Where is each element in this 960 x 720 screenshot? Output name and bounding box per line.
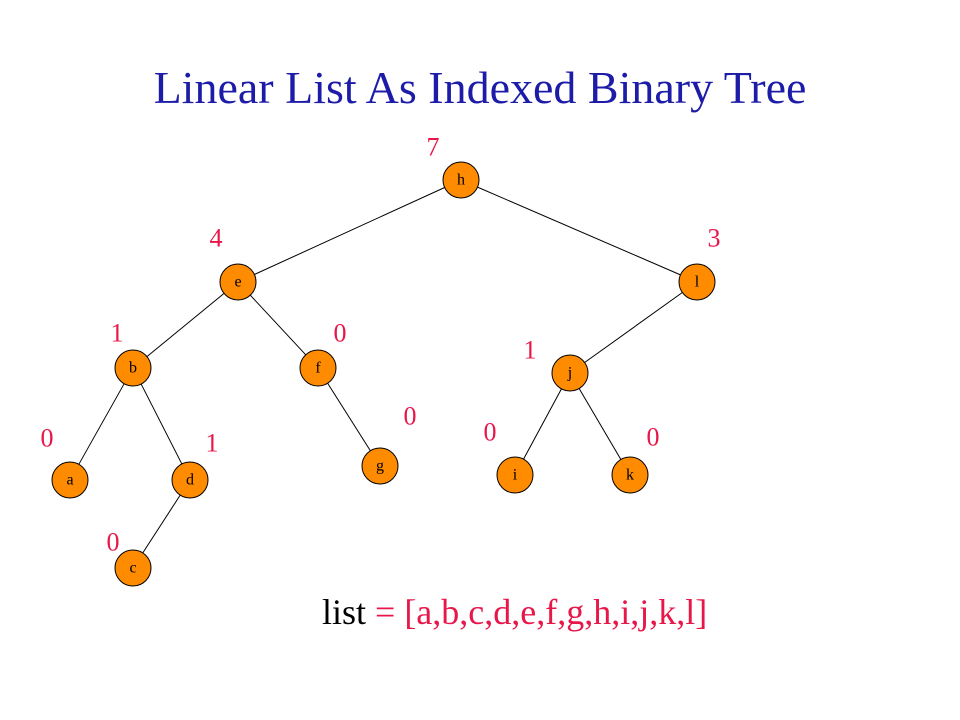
node-circle (171, 461, 209, 499)
count-i: 0 (484, 418, 497, 447)
node-circle (678, 263, 716, 301)
node-l: l (678, 263, 716, 301)
edge-b-a (78, 383, 125, 465)
count-l: 3 (708, 224, 721, 253)
slide-title: Linear List As Indexed Binary Tree (153, 62, 807, 113)
node-label: d (186, 472, 194, 489)
node-label: h (457, 172, 465, 189)
node-label: e (234, 274, 241, 291)
count-j: 1 (524, 336, 537, 365)
edge-h-e (254, 187, 445, 275)
count-k: 0 (647, 423, 660, 452)
edge-f-g (327, 382, 371, 452)
count-h: 7 (427, 133, 440, 162)
edge-h-l (477, 186, 681, 276)
edge-e-b (146, 293, 225, 357)
node-circle (442, 161, 480, 199)
node-label: b (129, 360, 137, 377)
edge-e-f (249, 294, 307, 356)
count-f: 0 (334, 319, 347, 348)
node-e: e (219, 263, 257, 301)
node-a: a (51, 461, 89, 499)
node-circle (611, 456, 649, 494)
left-subtree-counts: 7 4 3 1 0 1 0 1 0 0 0 0 (41, 133, 721, 557)
count-b: 1 (111, 319, 124, 348)
node-circle (51, 461, 89, 499)
node-circle (551, 354, 589, 392)
edge-j-k (578, 388, 622, 460)
node-label: j (567, 365, 572, 382)
node-k: k (611, 456, 649, 494)
node-d: d (171, 461, 209, 499)
node-circle (219, 263, 257, 301)
count-c: 0 (107, 528, 120, 557)
node-h: h (442, 161, 480, 199)
node-circle (496, 456, 534, 494)
edge-d-c (142, 494, 181, 554)
node-i: i (496, 456, 534, 494)
tree-edges (78, 186, 683, 554)
count-d: 1 (206, 429, 219, 458)
node-circle (114, 349, 152, 387)
node-label: l (695, 274, 700, 291)
list-value: = [a,b,c,d,e,f,g,h,i,j,k,l] (375, 592, 708, 632)
node-label: k (626, 467, 634, 484)
edge-l-j (584, 292, 683, 363)
node-g: g (361, 447, 399, 485)
edge-b-d (140, 383, 183, 465)
node-b: b (114, 349, 152, 387)
node-c: c (114, 549, 152, 587)
count-a: 0 (41, 424, 54, 453)
tree-nodes: h e l b f j a d g i k c (51, 161, 716, 587)
count-g: 0 (404, 402, 417, 431)
count-e: 4 (210, 224, 223, 253)
node-f: f (299, 349, 337, 387)
node-circle (299, 349, 337, 387)
node-label: c (129, 560, 136, 577)
node-label: f (315, 360, 321, 377)
node-label: g (376, 458, 384, 475)
list-caption: list = [a,b,c,d,e,f,g,h,i,j,k,l] (322, 588, 707, 636)
list-name: list (322, 592, 367, 632)
node-circle (361, 447, 399, 485)
node-j: j (551, 354, 589, 392)
edge-j-i (523, 388, 562, 460)
node-label: i (513, 467, 518, 484)
node-label: a (66, 472, 73, 489)
node-circle (114, 549, 152, 587)
